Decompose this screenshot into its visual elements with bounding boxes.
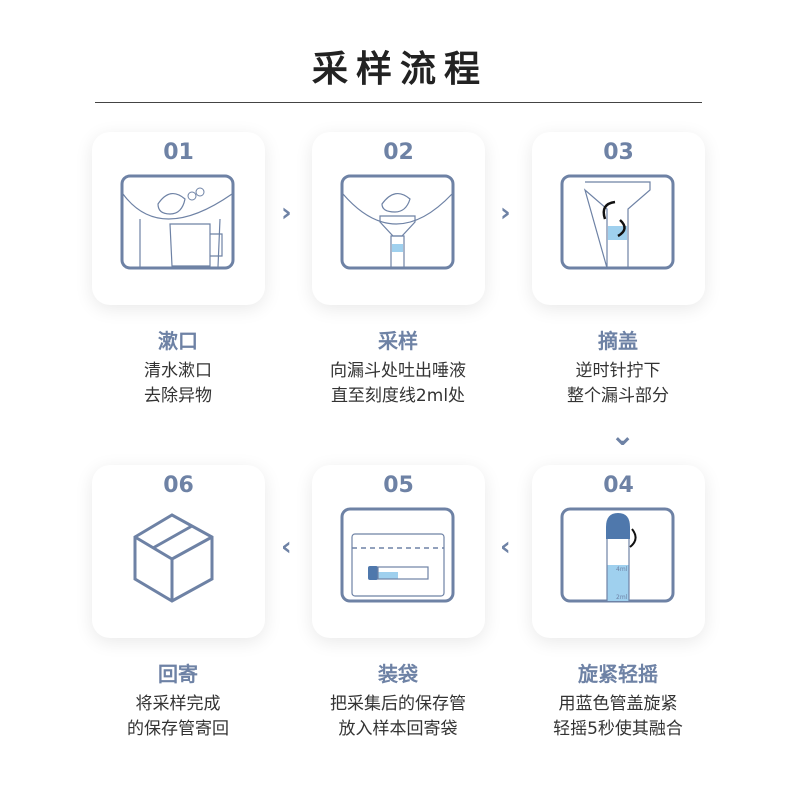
step-desc: 轻摇5秒使其融合 [553,719,683,739]
step-title: 采样 [378,329,418,353]
step-desc: 将采样完成 [135,694,221,714]
step-desc: 用蓝色管盖旋紧 [558,694,678,714]
step-card-01: 01 [92,132,265,305]
step-desc: 去除异物 [144,386,212,406]
step-card-03: 03 [532,132,705,305]
step-card-02: 02 [312,132,485,305]
step-card-06: 06 [92,465,265,638]
step-title: 摘盖 [598,329,638,353]
arrow-right-icon: › [281,198,292,228]
shake-tube-icon: 4ml 2ml [560,507,675,603]
unscrew-funnel-icon [560,174,675,270]
box-icon [133,513,214,603]
page-title: 采样流程 [311,49,488,90]
step-title: 回寄 [158,662,198,686]
step-desc: 放入样本回寄袋 [338,719,458,739]
step-desc: 向漏斗处吐出唾液 [330,361,466,381]
divider [95,102,702,103]
step-desc: 整个漏斗部分 [567,386,669,406]
step-desc: 直至刻度线2ml处 [330,386,466,406]
step-desc: 逆时针拧下 [575,361,661,381]
arrow-left-icon: ‹ [500,532,511,562]
rinse-mouth-icon [120,174,235,270]
step-card-05: 05 [312,465,485,638]
step-title: 装袋 [378,662,418,686]
step-number: 01 [163,140,194,165]
bag-tube-icon [340,507,455,603]
arrow-down-icon: ⌄ [610,418,636,453]
tube-label: 2ml [616,594,628,601]
step-number: 04 [603,473,634,498]
step-number: 02 [383,140,414,165]
step-title: 旋紧轻摇 [578,662,658,686]
step-number: 03 [603,140,634,165]
step-title: 漱口 [158,329,198,353]
step-card-04: 04 4ml 2ml [532,465,705,638]
step-number: 06 [163,473,194,498]
step-desc: 清水漱口 [144,361,212,381]
step-desc: 的保存管寄回 [127,719,229,739]
tube-label: 4ml [616,566,628,573]
step-desc: 把采集后的保存管 [330,694,466,714]
step-number: 05 [383,473,414,498]
arrow-left-icon: ‹ [281,532,292,562]
arrow-right-icon: › [500,198,511,228]
spit-funnel-icon [340,174,455,270]
